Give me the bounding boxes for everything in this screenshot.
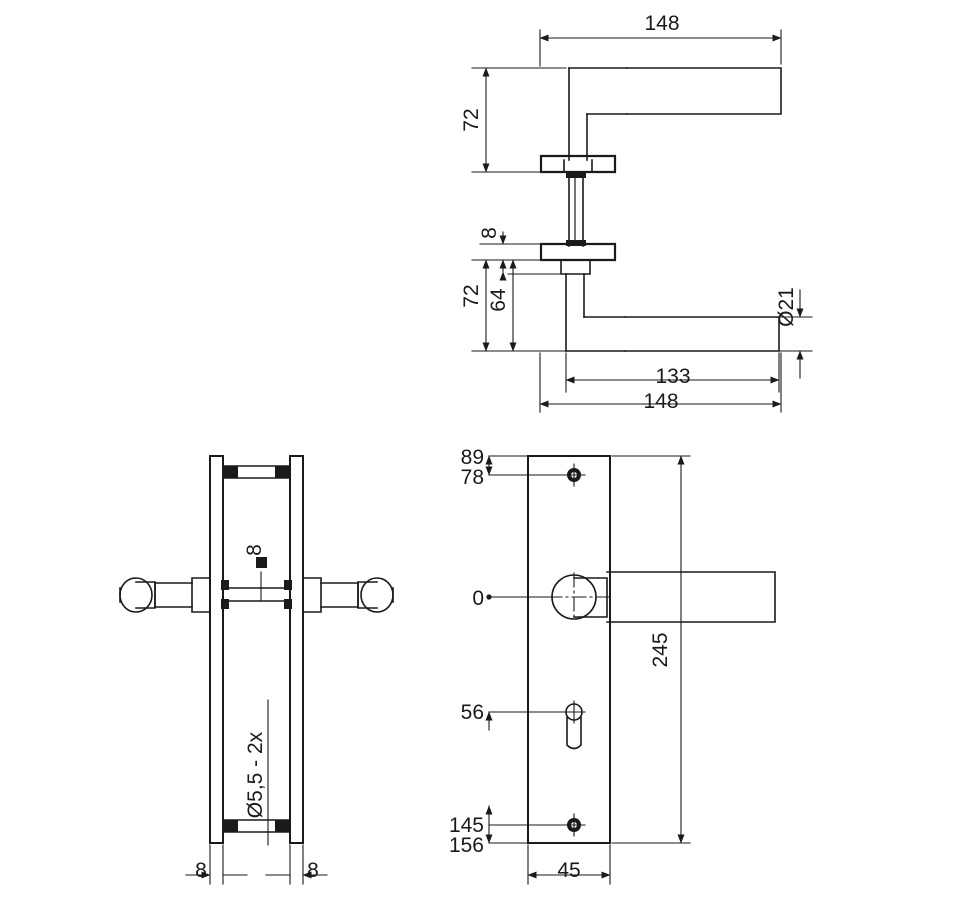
dim-thickness-right (265, 844, 328, 885)
front-lever-grip (606, 571, 776, 623)
lower-rose (539, 242, 617, 262)
spindle-bar (222, 587, 291, 602)
through-spindle (221, 580, 292, 609)
spindle-key-bl (221, 599, 229, 609)
dim-72-upper (471, 67, 567, 173)
label-45: 45 (557, 859, 580, 882)
label-64: 64 (487, 288, 510, 312)
dim-133 (565, 352, 780, 393)
upper-rose (539, 154, 617, 174)
spindle-top-collar (566, 172, 586, 178)
left-lever-boss (191, 577, 211, 613)
lower-grip-bar (624, 316, 780, 352)
lower-boss (560, 259, 591, 275)
dimension-text-labels: 148 72 8 72 64 Ø21 133 148 8 Ø5,5 - 2x 8… (195, 12, 798, 882)
upper-boss (563, 159, 593, 173)
dim-245 (611, 455, 691, 844)
top-fixing-bolt (222, 465, 291, 479)
label-148-top: 148 (644, 12, 679, 35)
view-plate-front-elevation (485, 455, 776, 885)
dim-dia21 (778, 289, 813, 379)
backplate-outline (527, 455, 611, 844)
square-spindle-symbol (256, 557, 267, 568)
right-lever-cap (360, 577, 394, 613)
left-lever-bar-edges (154, 582, 193, 608)
bottom-fixing-bolt (222, 819, 291, 833)
label-145: 145 (449, 814, 484, 837)
dim-148-top (539, 29, 782, 67)
upper-grip-bar (626, 67, 782, 115)
view-plate-side-elevation (119, 455, 394, 885)
label-156: 156 (449, 834, 484, 857)
label-0: 0 (472, 587, 484, 610)
ordinate-dimensions (485, 455, 568, 844)
view-handle-side-elevation (471, 29, 813, 413)
plate-right-section (289, 455, 304, 844)
label-133: 133 (655, 365, 690, 388)
keyhole-crosshair (562, 700, 586, 724)
label-245: 245 (649, 632, 672, 667)
lower-lever-assembly (539, 242, 780, 352)
spindle-key-tr (284, 580, 292, 590)
dim-45 (527, 844, 611, 885)
square-spindle-callout (256, 557, 267, 601)
right-lever-bar-edges (320, 582, 359, 608)
bottom-bolt-head-left (223, 820, 238, 832)
front-lever (547, 571, 776, 623)
label-148-bottom: 148 (643, 390, 678, 413)
label-72-lower: 72 (460, 284, 483, 307)
label-72-upper: 72 (460, 108, 483, 131)
left-lever-cap (119, 577, 153, 613)
label-dia21: Ø21 (775, 287, 798, 327)
spindle-key-tl (221, 580, 229, 590)
dim-64 (507, 259, 562, 352)
label-thickness-left: 8 (195, 859, 207, 882)
dim-thickness-left (185, 844, 248, 885)
right-lever-boss (302, 577, 322, 613)
label-89: 89 (461, 446, 484, 469)
label-square-spindle: 8 (243, 544, 266, 556)
top-screw (562, 463, 586, 487)
bottom-bolt-head-right (275, 820, 290, 832)
spindle-key-br (284, 599, 292, 609)
keyhole-slot (566, 716, 582, 750)
top-bolt-head-left (223, 466, 238, 478)
dim-72-lower (471, 259, 567, 352)
label-8-rose: 8 (478, 227, 501, 239)
keyhole (562, 700, 586, 750)
label-56: 56 (461, 701, 484, 724)
plate-left-section (209, 455, 224, 844)
left-lever (119, 577, 211, 613)
spindle (566, 172, 586, 247)
dim-148-bottom (539, 352, 782, 413)
upper-lever-assembly (539, 67, 782, 174)
label-78: 78 (461, 466, 484, 489)
right-lever (302, 577, 394, 613)
top-bolt-head-right (275, 466, 290, 478)
label-thickness-right: 8 (307, 859, 319, 882)
label-dia55: Ø5,5 - 2x (244, 731, 267, 818)
